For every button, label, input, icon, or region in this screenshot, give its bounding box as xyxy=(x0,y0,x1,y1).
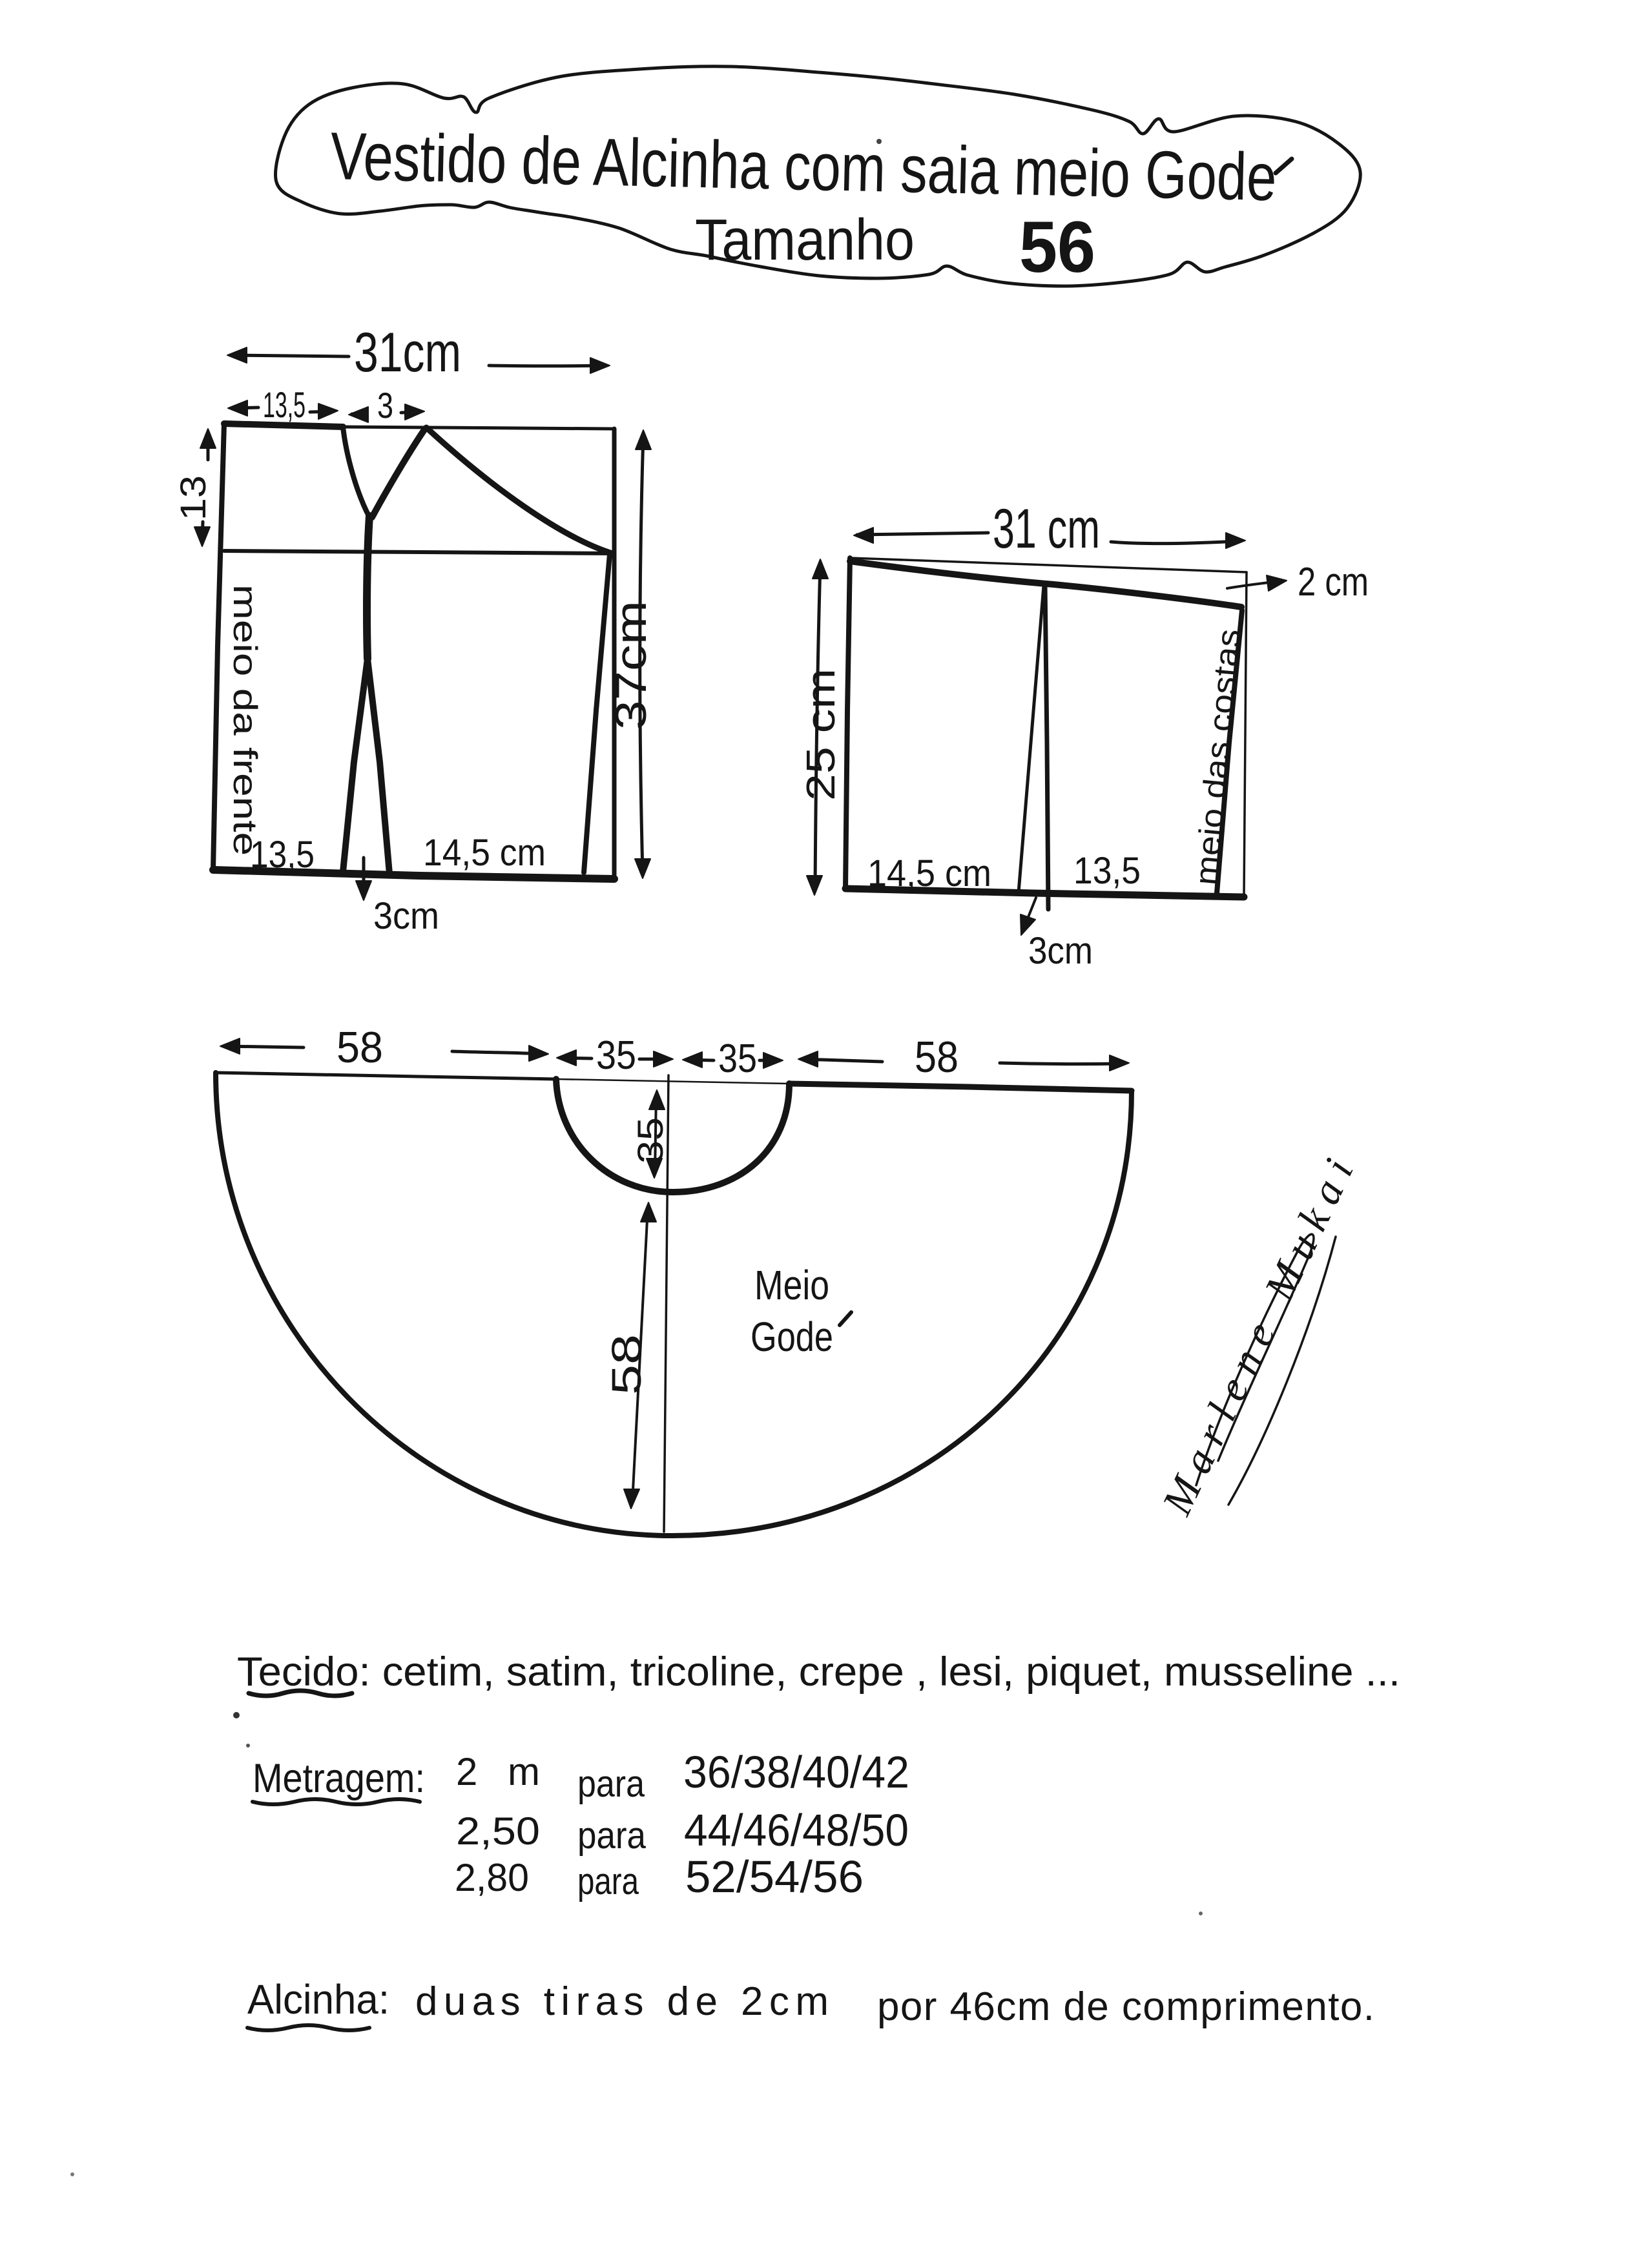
svg-text:31 cm: 31 cm xyxy=(993,498,1100,560)
svg-text:36/38/40/42: 36/38/40/42 xyxy=(683,1747,909,1797)
svg-text:por 46cm de comprimento.: por 46cm de comprimento. xyxy=(877,1984,1374,2029)
svg-text:35: 35 xyxy=(630,1117,670,1164)
svg-text:13,5: 13,5 xyxy=(250,834,315,876)
svg-text:13,5: 13,5 xyxy=(263,384,306,425)
svg-text:2,50: 2,50 xyxy=(456,1809,540,1853)
svg-text:35: 35 xyxy=(596,1033,636,1078)
svg-text:52/54/56: 52/54/56 xyxy=(685,1851,864,1902)
svg-text:35: 35 xyxy=(718,1036,757,1081)
svg-text:13: 13 xyxy=(172,475,213,521)
svg-text:Gode: Gode xyxy=(751,1314,833,1360)
svg-text:2 m: 2 m xyxy=(456,1750,540,1793)
svg-text:58: 58 xyxy=(603,1334,650,1395)
svg-text:13,5: 13,5 xyxy=(1073,850,1141,892)
svg-text:2 cm: 2 cm xyxy=(1298,560,1369,604)
svg-text:Meio: Meio xyxy=(754,1262,829,1308)
svg-text:meio da frente: meio da frente xyxy=(226,584,264,856)
svg-text:Alcinha:: Alcinha: xyxy=(247,1976,389,2023)
svg-text:37cm: 37cm xyxy=(606,601,656,730)
svg-text:3: 3 xyxy=(377,385,393,426)
svg-text:58: 58 xyxy=(915,1033,958,1082)
svg-text:Tamanho: Tamanho xyxy=(695,208,915,273)
svg-text:Tecido: cetim, satim, tricolin: Tecido: cetim, satim, tricoline, crepe ,… xyxy=(237,1649,1400,1695)
svg-text:25 cm: 25 cm xyxy=(799,668,844,801)
svg-text:56: 56 xyxy=(1019,207,1095,287)
svg-text:44/46/48/50: 44/46/48/50 xyxy=(684,1805,909,1855)
svg-text:3cm: 3cm xyxy=(1028,930,1093,972)
svg-text:14,5 cm: 14,5 cm xyxy=(867,852,991,894)
svg-text:14,5 cm: 14,5 cm xyxy=(423,832,546,874)
svg-text:3cm: 3cm xyxy=(373,895,439,937)
svg-text:2,80: 2,80 xyxy=(455,1856,529,1899)
svg-text:31cm: 31cm xyxy=(354,322,461,384)
svg-text:Metragem:: Metragem: xyxy=(253,1756,425,1801)
svg-text:para: para xyxy=(577,1861,639,1902)
svg-text:para: para xyxy=(577,1815,647,1857)
svg-text:para: para xyxy=(577,1763,645,1805)
svg-text:58: 58 xyxy=(337,1023,383,1072)
